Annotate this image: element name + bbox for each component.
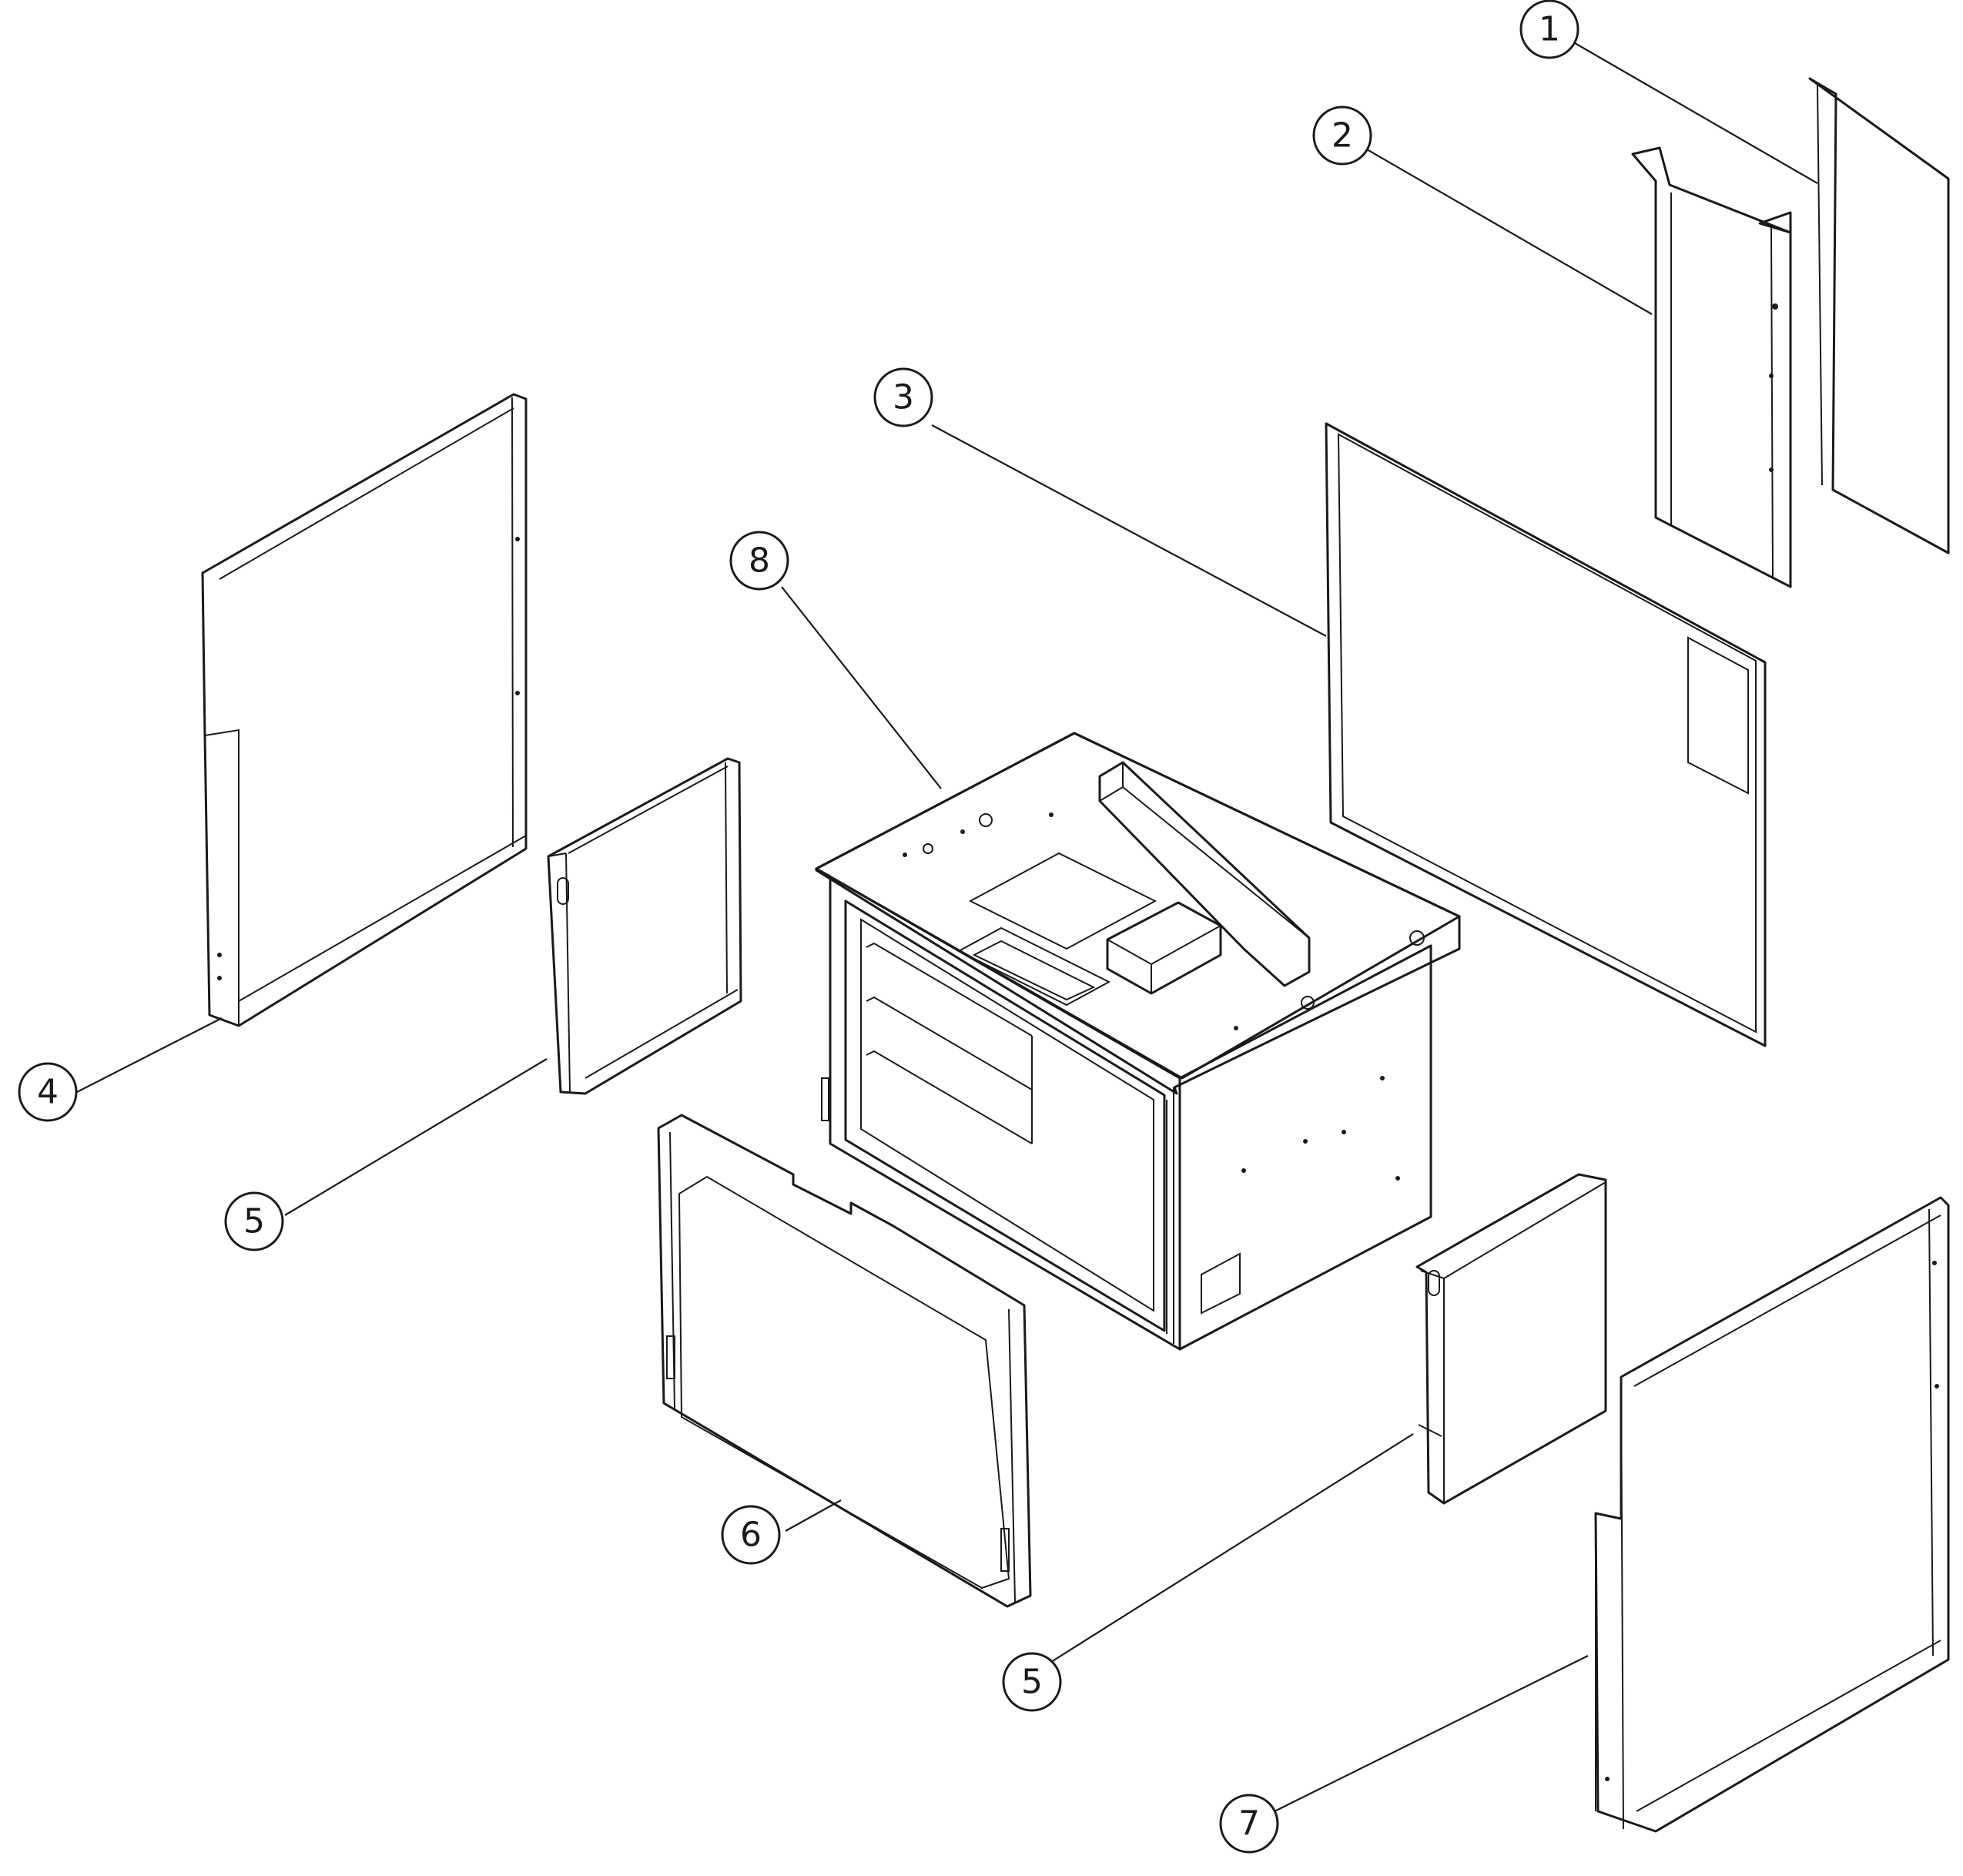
callout-5-right-label: 5 bbox=[1021, 1663, 1043, 1702]
part-8-oven-body bbox=[815, 732, 1461, 1351]
callout-2-label: 2 bbox=[1332, 116, 1353, 156]
part-6-front-door-frame bbox=[657, 1114, 1032, 1608]
leader-lines bbox=[76, 42, 1818, 1812]
callout-2: 2 bbox=[1312, 106, 1372, 166]
callout-1: 1 bbox=[1519, 0, 1579, 59]
part-1-rear-panel bbox=[1808, 77, 1950, 554]
callout-6-label: 6 bbox=[740, 1516, 762, 1555]
part-4-left-side-panel bbox=[201, 393, 528, 1027]
part-3-back-panel bbox=[1325, 422, 1767, 1047]
callout-7-label: 7 bbox=[1238, 1804, 1260, 1844]
callout-5-left-label: 5 bbox=[243, 1202, 265, 1241]
callout-7: 7 bbox=[1219, 1794, 1279, 1854]
callout-4-label: 4 bbox=[37, 1073, 59, 1112]
callout-3-label: 3 bbox=[893, 378, 914, 417]
callout-8: 8 bbox=[729, 531, 789, 591]
callout-1-label: 1 bbox=[1539, 10, 1560, 49]
callout-6: 6 bbox=[721, 1505, 781, 1565]
part-7-right-side-panel bbox=[1594, 1196, 1950, 1833]
callout-8-label: 8 bbox=[749, 541, 770, 581]
part-5-left-side-frame bbox=[547, 757, 742, 1095]
part-5-right-side-frame bbox=[1415, 1173, 1607, 1505]
callout-5-left: 5 bbox=[224, 1191, 284, 1251]
callout-4: 4 bbox=[18, 1062, 78, 1122]
callout-3: 3 bbox=[873, 367, 933, 427]
part-2-duct-channel bbox=[1631, 146, 1792, 588]
callout-5-right: 5 bbox=[1002, 1652, 1062, 1712]
